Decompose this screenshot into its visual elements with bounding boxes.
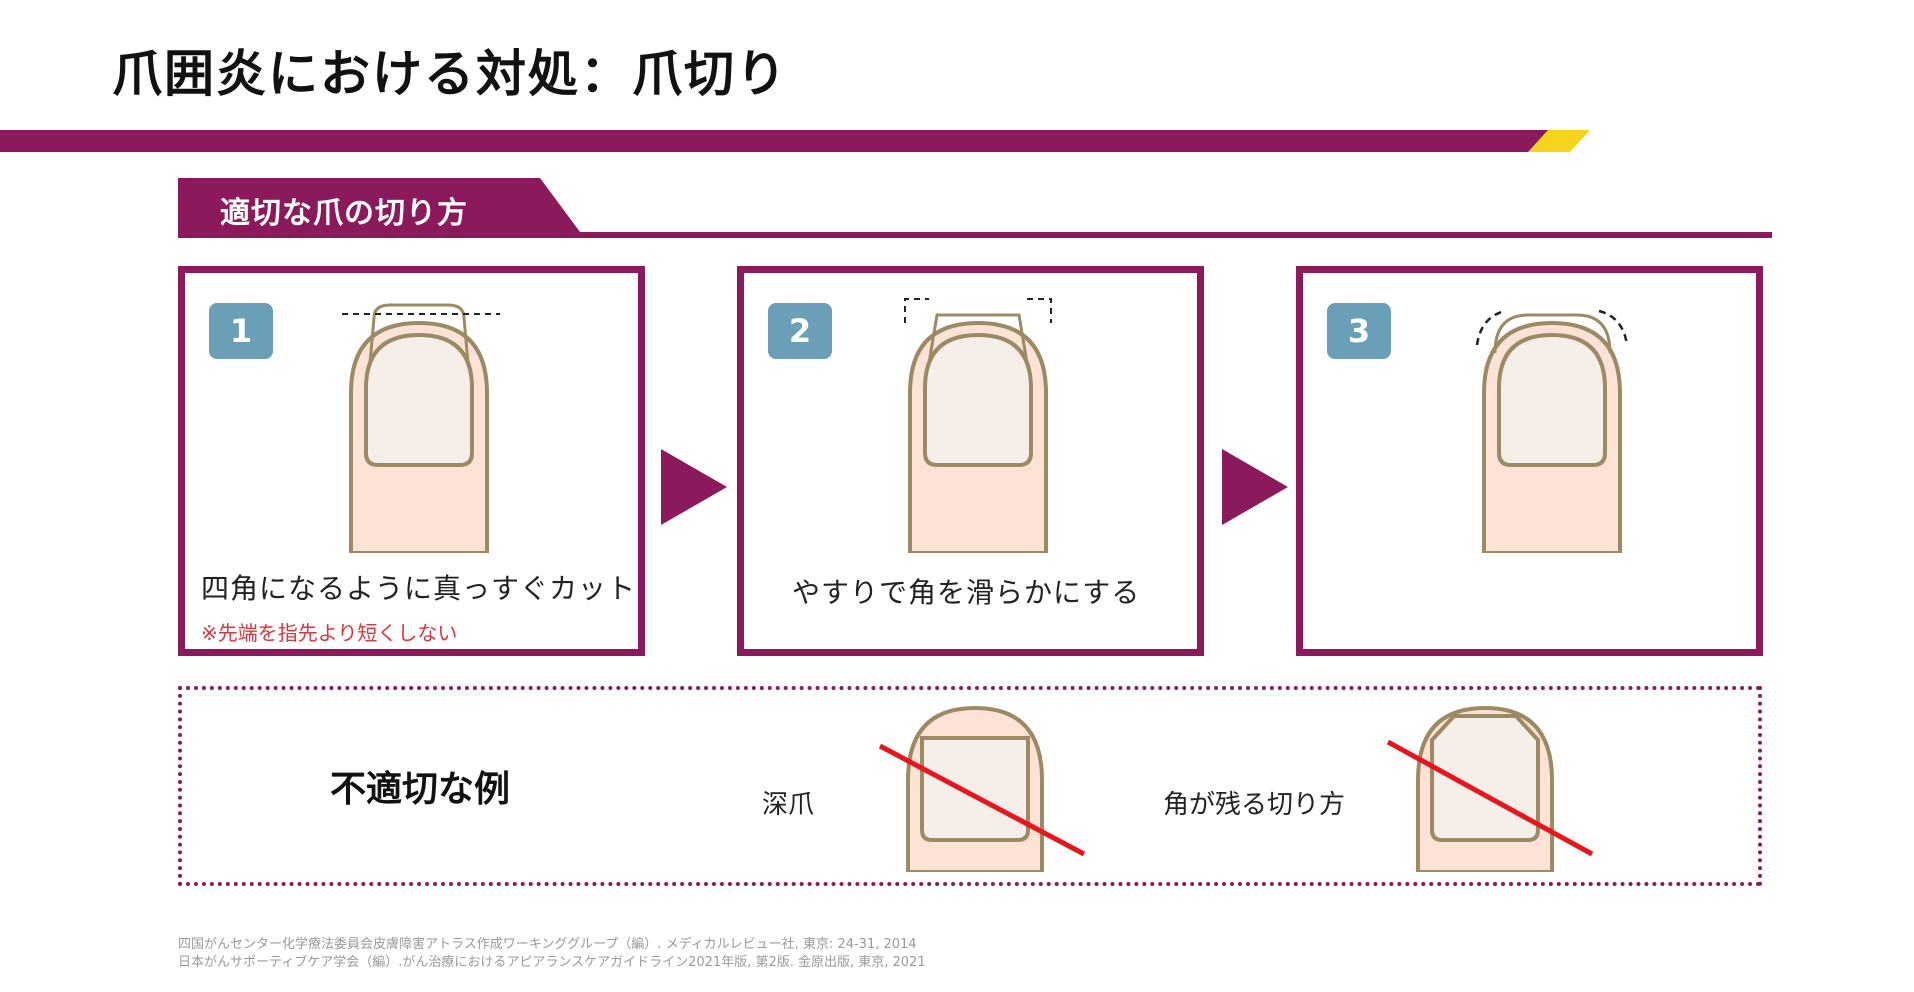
divider-stripe-yellow xyxy=(1528,130,1590,152)
references: 四国がんセンター化学療法委員会皮膚障害アトラス作成ワーキンググループ（編）. メ… xyxy=(178,936,926,972)
bad-examples-title: 不適切な例 xyxy=(330,769,511,810)
corners-left-nail-icon xyxy=(1386,705,1594,872)
step-2-badge: 2 xyxy=(768,303,832,359)
section-heading: 適切な爪の切り方 xyxy=(220,196,468,231)
step-2-caption: やすりで角を滑らかにする xyxy=(792,576,1141,609)
step-3-badge: 3 xyxy=(1327,303,1391,359)
bad-examples-panel xyxy=(178,686,1762,886)
page-title: 爪囲炎における対処：爪切り xyxy=(112,45,788,103)
step-1-note: ※先端を指先より短くしない xyxy=(201,621,458,645)
step-1-panel: 1 四角になるように真っすぐカット ※先端を指先より短くしない xyxy=(178,266,645,656)
arrow-right-icon xyxy=(1222,449,1288,525)
step-1-badge: 1 xyxy=(209,303,273,359)
step-2-panel: 2 やすりで角を滑らかにする xyxy=(737,266,1204,656)
title-divider-bar xyxy=(0,130,1590,152)
straight-cut-nail-icon xyxy=(340,303,500,553)
reference-line: 日本がんサポーティブケア学会（編）.がん治療におけるアピアランスケアガイドライン… xyxy=(178,955,926,970)
too-short-nail-icon xyxy=(878,705,1086,872)
section-header-tab xyxy=(178,178,1772,238)
bad-example-label: 角が残る切り方 xyxy=(1163,790,1346,820)
step-3-panel: 3 xyxy=(1296,266,1763,656)
reference-line: 四国がんセンター化学療法委員会皮膚障害アトラス作成ワーキンググループ（編）. メ… xyxy=(178,937,917,952)
arrow-right-icon xyxy=(661,449,727,525)
step-1-caption: 四角になるように真っすぐカット xyxy=(201,572,637,605)
bad-example-label: 深爪 xyxy=(762,790,815,820)
rounded-corners-nail-icon xyxy=(1475,309,1629,553)
file-corners-nail-icon xyxy=(904,298,1052,553)
divider-main xyxy=(0,130,1548,152)
